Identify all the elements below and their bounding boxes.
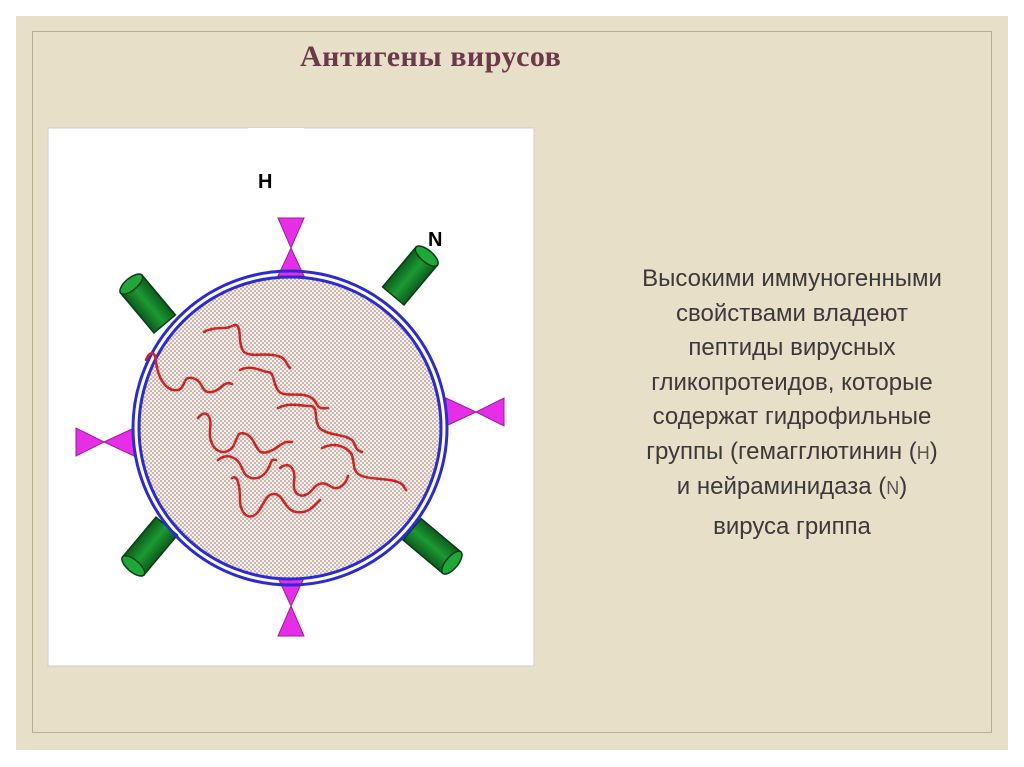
rna-strand <box>320 443 408 492</box>
h-symbol: H <box>916 442 930 463</box>
n-symbol: N <box>886 478 900 498</box>
description-fragment: ) <box>929 437 938 465</box>
description-text: Высокими иммуногенными свойствами владею… <box>592 262 992 544</box>
description-line: группы (гемагглютинин (H) <box>592 435 992 471</box>
description-line: и нейраминидаза (N) <box>592 470 992 506</box>
n-label-box: N <box>418 186 476 251</box>
description-line: содержат гидрофильные <box>652 403 932 430</box>
rna-strand <box>202 323 292 370</box>
rna-strand <box>144 352 234 394</box>
description-fragment: ) <box>899 473 908 500</box>
rna-segments <box>144 323 408 518</box>
rna-strand <box>196 412 294 454</box>
slide-title: Антигены вирусов <box>300 40 562 73</box>
description-fragment: группы (гемагглютинин ( <box>646 437 917 465</box>
description-line: пептиды вирусных <box>688 334 896 361</box>
virus-membrane-outer <box>131 269 449 587</box>
rna-strand <box>238 366 330 410</box>
rna-strand <box>230 476 322 518</box>
neuraminidase-spike <box>381 245 439 306</box>
h-label: H <box>258 171 272 193</box>
description-line: свойствами владеют <box>676 299 908 327</box>
rna-strand <box>216 455 278 480</box>
virus-body <box>137 275 443 581</box>
description-fragment: и нейраминидаза ( <box>676 473 887 500</box>
rna-strand <box>276 403 364 454</box>
h-label-box: H <box>248 128 304 193</box>
description-line: гликопротеидов, которые <box>651 368 933 396</box>
slide-frame <box>32 31 992 733</box>
neuraminidase-spike <box>402 517 463 575</box>
description-line: вируса гриппа <box>713 512 871 540</box>
neuraminidase-spike <box>121 516 179 577</box>
n-label: N <box>428 229 442 251</box>
neuraminidase-spike <box>119 273 177 334</box>
description-line: Высокими иммуногенными <box>642 265 942 292</box>
rna-strand <box>278 463 350 497</box>
